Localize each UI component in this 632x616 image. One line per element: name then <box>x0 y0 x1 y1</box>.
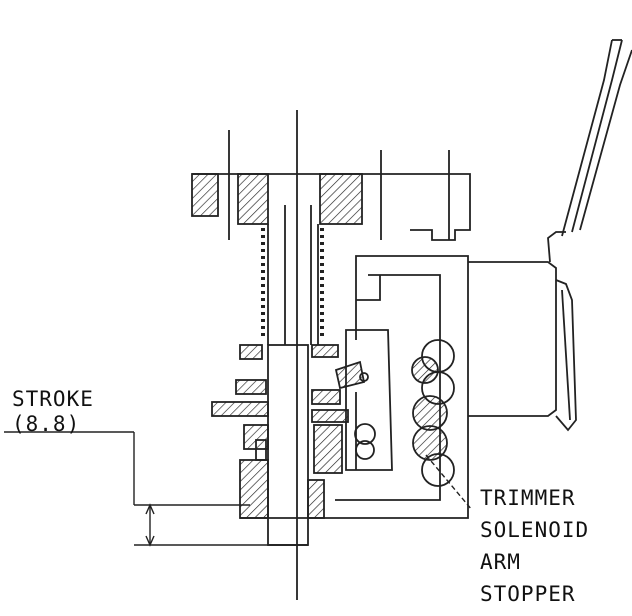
leader-line <box>425 454 473 511</box>
solenoid-body <box>330 255 469 519</box>
coil-windings <box>411 339 455 487</box>
trimmer-arm <box>334 329 393 471</box>
side-bracket <box>468 39 632 432</box>
stroke-value-label: (8.8) <box>12 412 81 436</box>
trimmer-label: TRIMMER <box>480 486 576 510</box>
stopper-label: STOPPER <box>480 582 576 606</box>
arm-label: ARM <box>480 550 521 574</box>
stroke-label: STROKE <box>12 387 94 411</box>
stroke-dimension <box>4 431 268 547</box>
lower-bushing <box>211 344 349 519</box>
solenoid-label: SOLENOID <box>480 518 590 542</box>
plunger-shaft <box>267 110 312 600</box>
top-flange <box>191 130 471 241</box>
return-spring <box>261 228 324 338</box>
